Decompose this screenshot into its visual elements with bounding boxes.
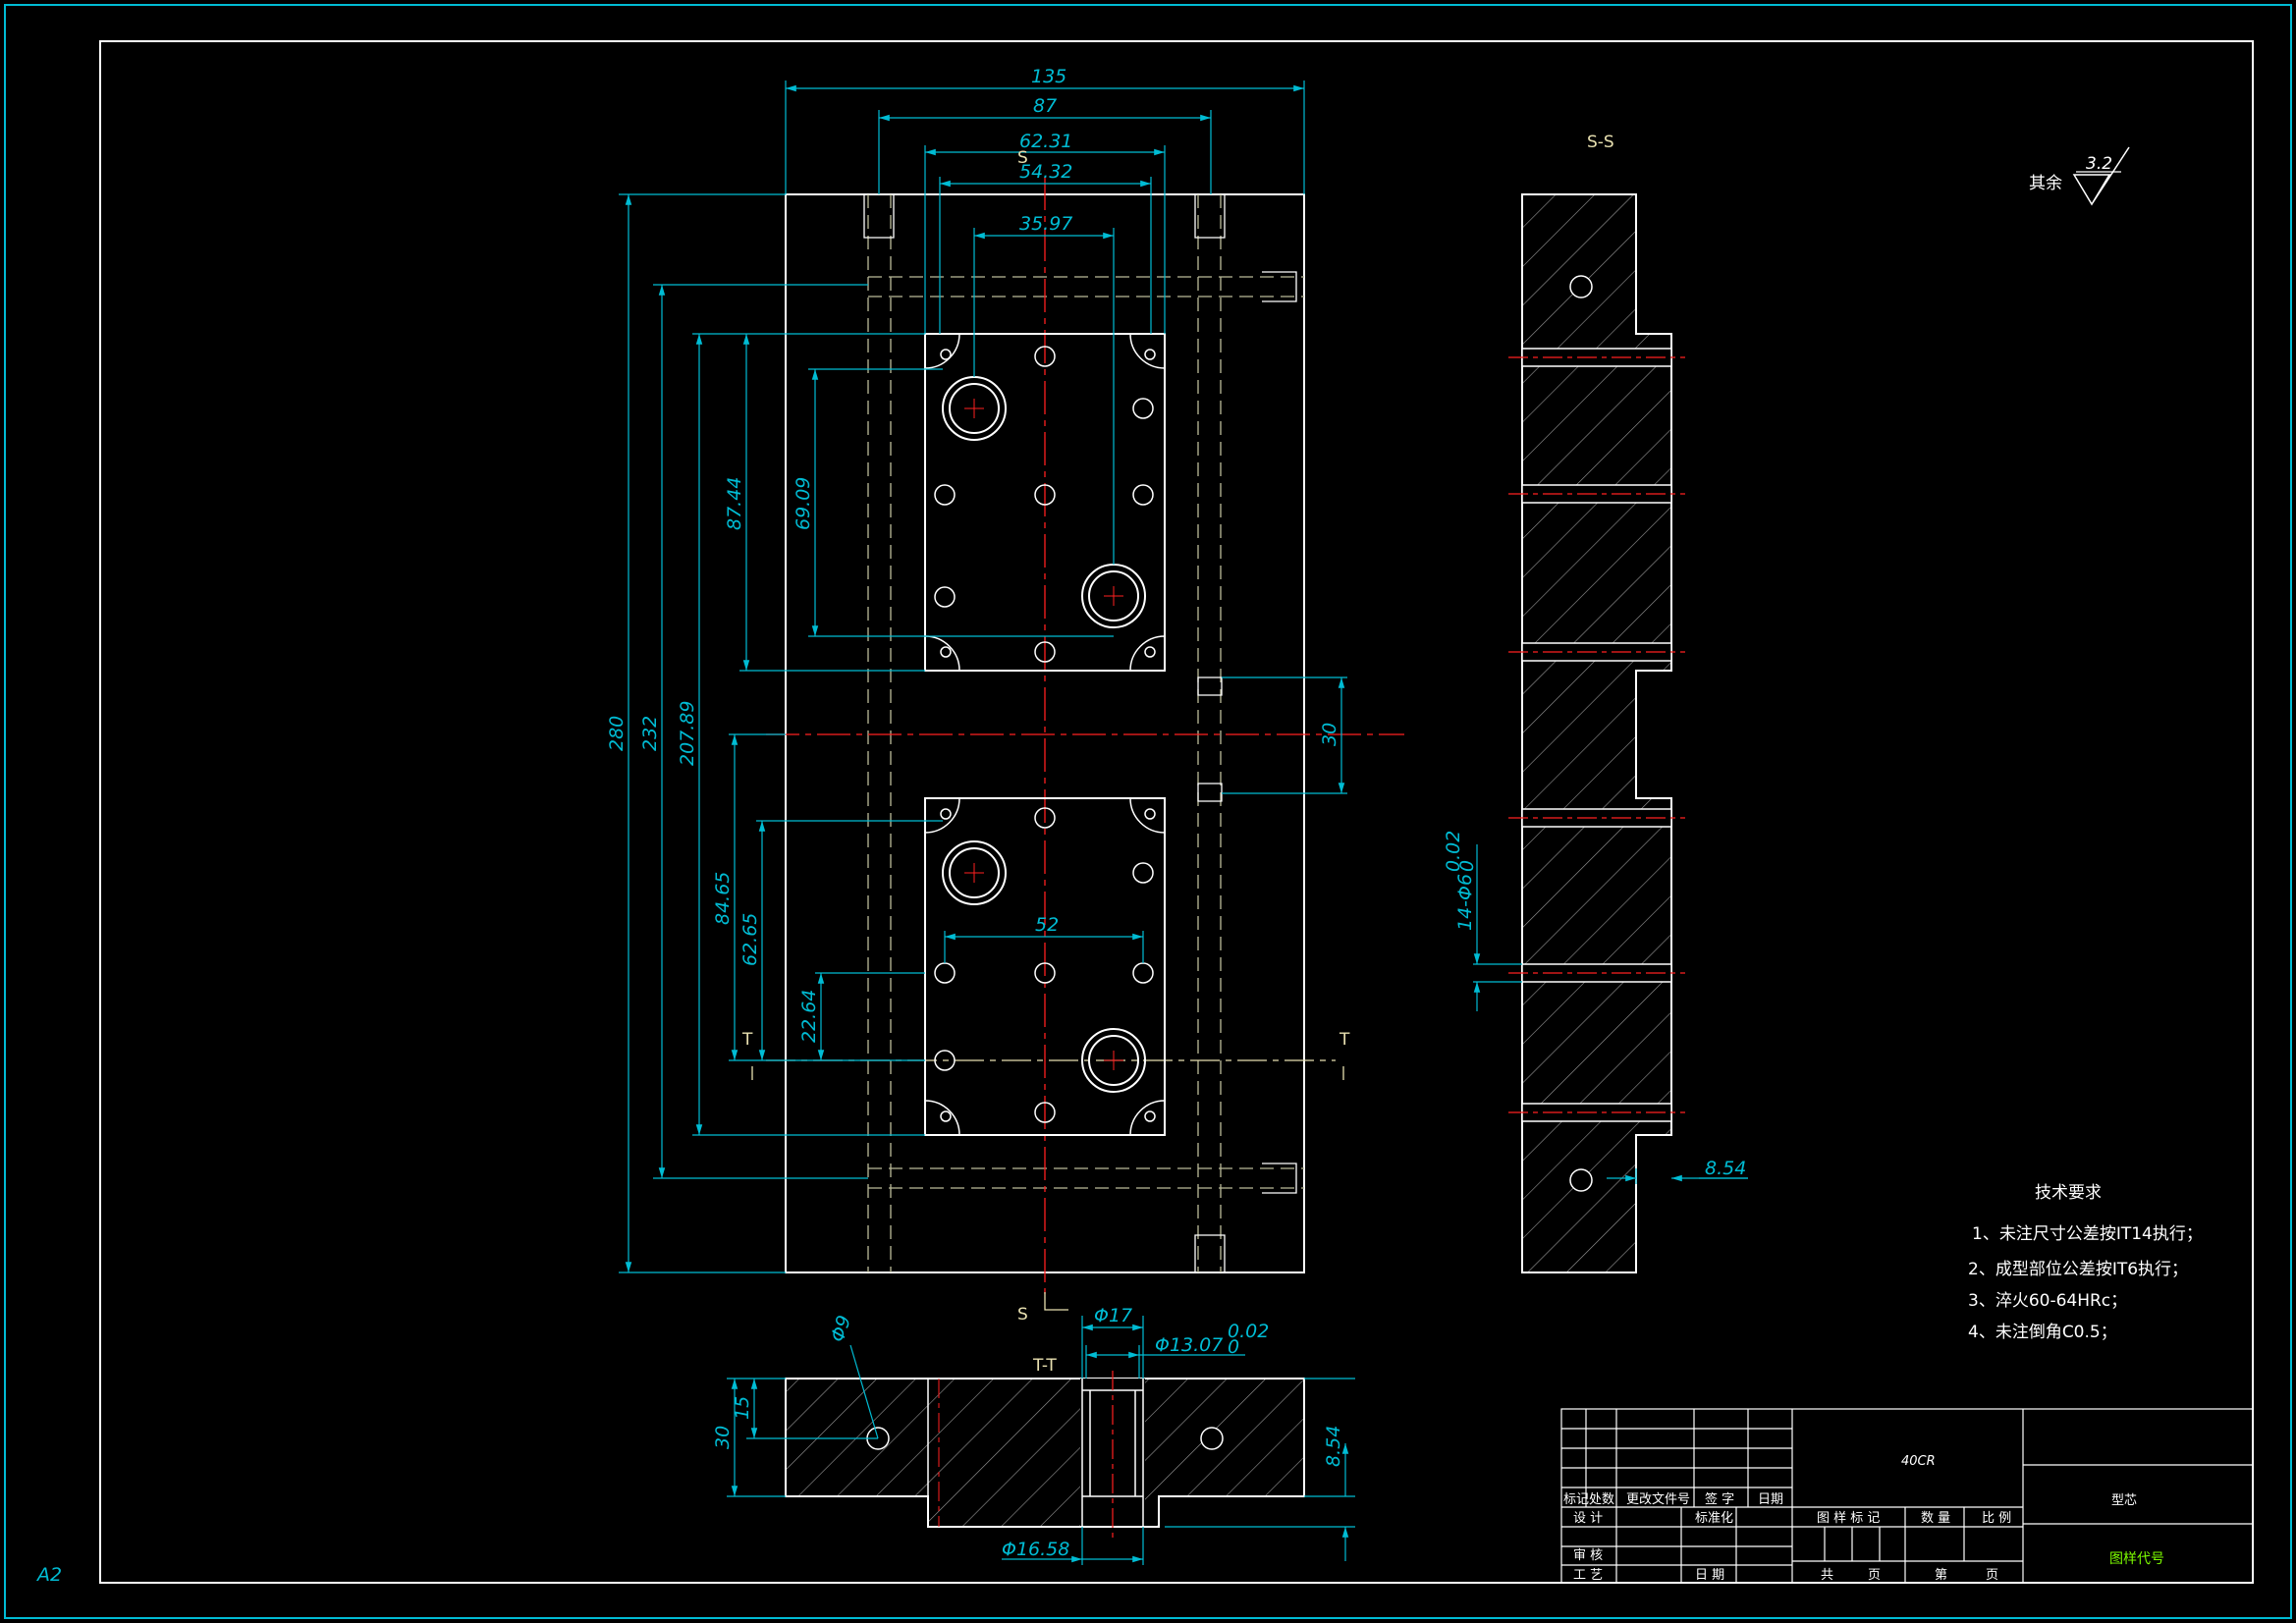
section-ss-view: S-S 14-Φ6 0.02 0 8.54 [1443,133,1748,1273]
dim-6265: 62.65 [739,913,761,966]
svg-text:处数: 处数 [1589,1492,1614,1507]
material: 40CR [1901,1454,1936,1469]
dim-8465: 84.65 [712,872,734,925]
hole-centers [964,399,1123,1070]
inner-border [99,40,2254,1584]
dim-20789: 207.89 [677,701,698,766]
section-mark-t-right: T [1339,1030,1350,1050]
svg-text:审 核: 审 核 [1573,1548,1603,1563]
svg-text:标记: 标记 [1563,1492,1589,1507]
tech-requirements: 技术要求 1、未注尺寸公差按IT14执行； 2、成型部位公差按IT6执行； 3、… [1968,1183,2203,1342]
dim-tt854: 8.54 [1323,1426,1344,1467]
section-mark-s-top: S [1017,148,1028,168]
dim-2264: 22.64 [798,990,820,1043]
svg-text:页: 页 [1868,1568,1881,1583]
svg-text:设 计: 设 计 [1573,1511,1603,1526]
dim-52: 52 [1035,914,1059,936]
svg-text:2、成型部位公差按IT6执行；: 2、成型部位公差按IT6执行； [1968,1260,2188,1279]
sheet-size-label: A2 [35,1564,62,1586]
dim-280: 280 [606,716,628,751]
title-block [1560,1408,2254,1584]
dim-3597: 35.97 [1019,213,1072,235]
dim-6231: 62.31 [1019,131,1072,152]
outer-border [4,4,2292,1619]
dim-d1658: Φ16.58 [1002,1539,1069,1560]
svg-text:数 量: 数 量 [1921,1511,1950,1526]
dim-tt30: 30 [712,1426,734,1449]
dim-holes: 14-Φ6 [1454,874,1476,931]
svg-text:日期: 日期 [1758,1492,1783,1507]
svg-text:标准化: 标准化 [1695,1511,1733,1526]
tech-title: 技术要求 [2035,1183,2102,1203]
section-tt-view: T-T 30 15 8.54 Φ17 Φ13.07 0.02 [712,1305,1355,1565]
dim-d17: Φ17 [1094,1305,1132,1326]
section-mark-s-bottom: S [1017,1305,1028,1325]
svg-text:日 期: 日 期 [1695,1568,1724,1583]
svg-text:4、未注倒角C0.5；: 4、未注倒角C0.5； [1968,1323,2117,1342]
svg-text:3.2: 3.2 [2086,154,2112,174]
section-tt-label: T-T [1032,1356,1057,1376]
svg-text:签 字: 签 字 [1705,1491,1734,1507]
plan-view: 135 87 62.31 54.32 35.97 52 S 280 232 20… [606,66,1404,1325]
hidden-channels [867,194,1304,1272]
part-name: 型芯 [2111,1493,2137,1508]
svg-text:1、未注尺寸公差按IT14执行；: 1、未注尺寸公差按IT14执行； [1972,1224,2203,1244]
dim-tt15: 15 [732,1396,753,1420]
center-lines [766,177,1404,1296]
svg-text:0.02: 0.02 [1443,831,1464,872]
svg-text:比 例: 比 例 [1982,1511,2011,1526]
dim-854-ss: 8.54 [1705,1158,1746,1179]
svg-text:页: 页 [1986,1568,1998,1583]
dim-d1307: Φ13.07 [1155,1334,1223,1356]
dim-5432: 54.32 [1019,161,1072,183]
drawing-no: 图样代号 [2109,1551,2164,1567]
section-ss-label: S-S [1587,133,1614,152]
roughness-symbol: 其余 3.2 [2029,146,2130,206]
vertical-dimensions [619,193,1347,1273]
section-mark-t-left: T [741,1030,753,1050]
dim-8744: 87.44 [724,477,745,530]
horizontal-dimensions [785,81,1305,963]
svg-text:共: 共 [1821,1568,1833,1583]
svg-text:工 艺: 工 艺 [1573,1568,1603,1583]
svg-text:第: 第 [1935,1568,1947,1583]
dim-232: 232 [639,716,661,751]
svg-text:图 样 标 记: 图 样 标 记 [1817,1511,1880,1526]
dim-6909: 69.09 [793,477,814,530]
dim-phi: Φ9 [827,1313,855,1345]
svg-text:其余: 其余 [2029,174,2062,193]
lower-insert [924,797,1166,1136]
svg-text:0.02: 0.02 [1228,1321,1269,1342]
svg-text:3、淬火60-64HRc；: 3、淬火60-64HRc； [1968,1291,2127,1311]
svg-text:更改文件号: 更改文件号 [1626,1492,1690,1507]
dim-30: 30 [1319,723,1340,746]
dim-135: 135 [1031,66,1066,87]
svg-text:0: 0 [1228,1336,1239,1358]
dim-87: 87 [1033,95,1057,117]
svg-text:0: 0 [1456,860,1478,872]
